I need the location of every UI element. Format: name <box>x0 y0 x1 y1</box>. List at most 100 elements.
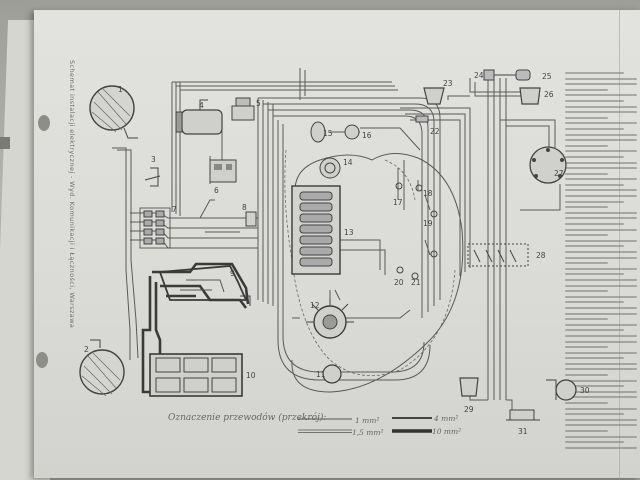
lamp-26-body <box>519 87 541 105</box>
terminal-strip-28 <box>467 243 529 267</box>
component-label: 14 <box>343 158 353 167</box>
component-label: 18 <box>423 189 433 198</box>
battery-cell <box>183 377 209 393</box>
ignition-key <box>322 314 338 330</box>
generator <box>158 265 251 306</box>
headlamp-2 <box>79 339 125 397</box>
lamp-29 <box>459 377 479 397</box>
distributor <box>529 146 567 184</box>
lamp-19b <box>430 250 438 258</box>
component-label: 11 <box>316 370 326 379</box>
headlamp-1-ground <box>123 127 138 139</box>
battery-cell <box>183 357 209 373</box>
component-label: 22 <box>430 127 440 136</box>
legend-value: 4 mm² <box>434 414 459 423</box>
switch-8 <box>245 211 257 227</box>
lamp-21 <box>411 272 419 280</box>
distributor-pin <box>534 174 538 178</box>
switch-31-body <box>509 409 535 421</box>
fuse <box>299 213 333 223</box>
ignition-terminals <box>306 298 354 323</box>
component-label: 26 <box>544 90 554 99</box>
horn-body <box>181 109 223 135</box>
connector-pin <box>155 219 165 227</box>
component-label: 21 <box>411 278 421 287</box>
connector-pin <box>143 219 153 227</box>
binder-clip <box>0 137 10 149</box>
component-label: 13 <box>344 228 354 237</box>
component-label: 28 <box>536 251 546 260</box>
distributor-pin <box>558 174 562 178</box>
component-label: 17 <box>393 198 403 207</box>
lamp-29-body <box>459 377 479 397</box>
component-label: 25 <box>542 72 552 81</box>
component-label: 15 <box>323 129 333 138</box>
ignition-switch <box>306 298 354 339</box>
component-label: 12 <box>310 301 320 310</box>
plug-22 <box>415 115 429 123</box>
fuse-box <box>291 185 341 275</box>
lamp-26 <box>519 87 541 105</box>
fuse <box>299 257 333 267</box>
component-label: 23 <box>443 79 453 88</box>
relay-unit <box>209 159 237 183</box>
lamp-18 <box>415 184 423 192</box>
legend-value: 10 mm² <box>432 427 462 436</box>
component-label: 30 <box>580 386 590 395</box>
distributor-pin <box>560 158 564 162</box>
component-label: 29 <box>464 405 474 414</box>
terminal-strip-contacts <box>473 249 517 263</box>
component-label: 5 <box>256 99 261 108</box>
switch-8-body <box>245 211 257 227</box>
distributor-pin <box>546 148 550 152</box>
battery <box>149 353 243 397</box>
generator-ground <box>240 295 251 306</box>
connector-frame <box>139 207 171 249</box>
generator-outline <box>158 265 248 301</box>
regulator-body <box>231 105 255 121</box>
switch-31 <box>506 409 540 421</box>
connector-pin <box>143 228 153 236</box>
component-label: 3 <box>151 155 156 164</box>
fuse <box>299 235 333 245</box>
brake-switch <box>144 167 161 187</box>
component-label: 9 <box>230 269 235 278</box>
connector-pin <box>155 210 165 218</box>
wires <box>112 68 561 410</box>
lamp-11 <box>322 364 342 384</box>
lamp-30 <box>546 379 577 401</box>
component-label: 19 <box>423 219 433 228</box>
distributor-body <box>529 146 567 184</box>
fuse <box>299 246 333 256</box>
connector-pin <box>155 237 165 245</box>
connector-pin <box>155 228 165 236</box>
legend-swatches <box>298 417 432 433</box>
punch-hole <box>36 352 48 368</box>
lamp-30-body <box>555 379 577 401</box>
component-label: 20 <box>394 278 404 287</box>
indicator-25 <box>515 69 531 81</box>
relay-pin <box>226 164 232 170</box>
lamp-17 <box>395 182 403 190</box>
regulator-top <box>235 97 251 107</box>
component-labels: 1 2 3 4 5 6 7 8 9 10 11 12 13 14 15 16 1… <box>84 71 590 436</box>
brake-switch-lever <box>144 175 161 181</box>
connector-block <box>139 207 171 249</box>
component-label: 7 <box>172 205 177 214</box>
generator-detail <box>180 279 225 293</box>
battery-case <box>149 353 243 397</box>
horn-terminal <box>199 99 208 110</box>
legend-caption: Oznaczenie przewodów (przekrój): <box>168 413 327 423</box>
headlamp-2-ground <box>90 339 101 348</box>
side-text-column <box>565 72 637 452</box>
legend-value: 1 mm² <box>355 416 380 425</box>
component-label: 16 <box>362 131 372 140</box>
battery-cell <box>211 357 237 373</box>
headlamp-1-hatch <box>91 87 131 133</box>
headlamp-1 <box>89 85 138 139</box>
battery-cell <box>155 377 181 393</box>
lamp-20 <box>396 266 404 274</box>
horn <box>175 99 223 135</box>
bulb-16 <box>344 124 360 140</box>
